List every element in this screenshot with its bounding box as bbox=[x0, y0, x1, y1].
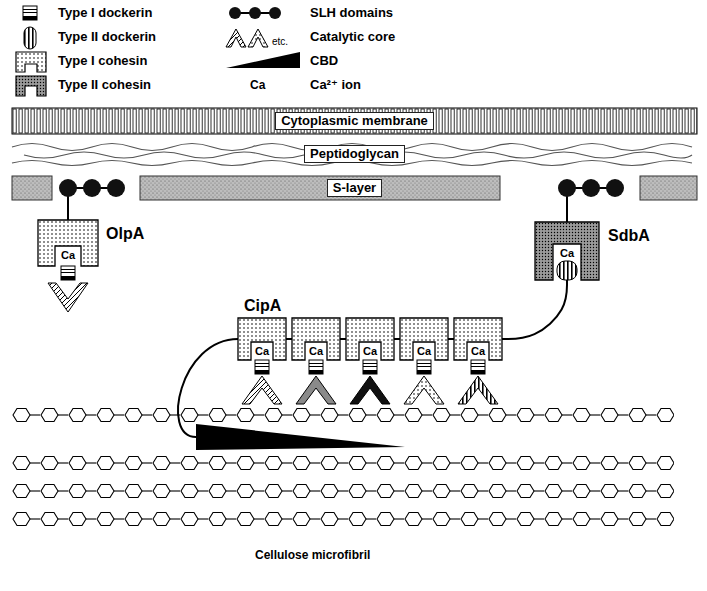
catalytic-core-sample bbox=[248, 29, 268, 47]
type-i-cohesin: Ca bbox=[292, 318, 340, 360]
ion-label: Ca bbox=[305, 345, 327, 357]
type-i-cohesin-body bbox=[38, 220, 98, 266]
protein-name: CipA bbox=[244, 296, 281, 315]
ion-label: Ca bbox=[251, 345, 273, 357]
cellulose-chain bbox=[12, 455, 674, 471]
band-label: Cytoplasmic membrane bbox=[275, 112, 434, 130]
legend-text: SLH domains bbox=[310, 5, 393, 21]
legend-text: Type I dockerin bbox=[58, 5, 152, 21]
type-i-dockerin bbox=[363, 360, 377, 374]
cellulose-chain bbox=[12, 483, 674, 499]
cellulose-chain bbox=[12, 407, 674, 423]
linker-line bbox=[448, 338, 454, 340]
slh-domains bbox=[59, 179, 125, 200]
glucose-chain bbox=[12, 511, 674, 527]
legend-text: Ca²⁺ ion bbox=[310, 77, 361, 93]
type-i-cohesin: Ca bbox=[238, 318, 286, 360]
catalytic-core bbox=[242, 376, 282, 404]
membrane-band: Cytoplasmic membrane bbox=[12, 108, 697, 134]
type-i-dockerin bbox=[309, 360, 323, 374]
catalytic-core bbox=[404, 376, 444, 404]
type-i-cohesin-body bbox=[400, 318, 448, 360]
slh-domains-sample bbox=[229, 7, 281, 19]
type-i-cohesin: Ca bbox=[400, 318, 448, 360]
membrane-bilayer bbox=[12, 108, 697, 134]
cbd-wedge bbox=[196, 424, 405, 450]
type-ii-dockerin bbox=[557, 261, 577, 280]
glucose-chain bbox=[12, 407, 674, 423]
slh-domain bbox=[249, 7, 261, 19]
structure-name: Cellulose microfibril bbox=[255, 548, 370, 562]
legend-text: Type I cohesin bbox=[58, 53, 147, 69]
s-layer-band: S-layer bbox=[12, 176, 697, 200]
ion-symbol: Ca bbox=[250, 78, 265, 92]
type-i-cohesin-body bbox=[238, 318, 286, 360]
type-i-dockerin-sample bbox=[23, 6, 37, 20]
slh-domain bbox=[107, 179, 125, 197]
slh-domain bbox=[83, 179, 101, 197]
catalytic-core bbox=[458, 376, 498, 404]
linker-line bbox=[394, 338, 400, 340]
protein-name: SdbA bbox=[608, 226, 650, 245]
type-ii-cohesin: Ca bbox=[535, 222, 599, 280]
type-ii-dockerin-sample bbox=[24, 27, 36, 49]
peptidoglycan-band: Peptidoglycan bbox=[12, 140, 697, 168]
catalytic-core bbox=[48, 283, 88, 312]
type-i-cohesin-sample bbox=[16, 52, 46, 72]
legend-text: CBD bbox=[310, 53, 338, 69]
band-label: S-layer bbox=[327, 179, 382, 197]
slh-domain bbox=[558, 179, 576, 197]
slh-domains bbox=[558, 179, 624, 200]
slh-domain bbox=[59, 179, 77, 197]
s-layer-block bbox=[640, 176, 697, 200]
type-i-cohesin-body bbox=[454, 318, 502, 360]
ion-label: Ca bbox=[359, 345, 381, 357]
glucose-chain bbox=[12, 483, 674, 499]
type-i-cohesin: Ca bbox=[346, 318, 394, 360]
catalytic-core-sample bbox=[226, 29, 246, 47]
cbd-sample bbox=[226, 52, 300, 68]
type-i-cohesin-body bbox=[292, 318, 340, 360]
type-i-cohesin: Ca bbox=[454, 318, 502, 360]
ion-label: Ca bbox=[413, 345, 435, 357]
ion-label: Ca bbox=[467, 345, 489, 357]
type-i-dockerin bbox=[471, 360, 485, 374]
scaffold-linker bbox=[178, 339, 238, 437]
slh-domain bbox=[606, 179, 624, 197]
legend-text: Type II dockerin bbox=[58, 29, 156, 45]
slh-domain bbox=[582, 179, 600, 197]
legend-text: Catalytic core bbox=[310, 29, 395, 45]
slh-domain bbox=[229, 7, 241, 19]
slh-domain bbox=[269, 7, 281, 19]
glucose-chain bbox=[12, 455, 674, 471]
catalytic-core bbox=[350, 376, 390, 404]
type-i-cohesin-body bbox=[346, 318, 394, 360]
ion-label: Ca bbox=[553, 247, 581, 259]
protein-name: OlpA bbox=[106, 224, 144, 243]
type-i-cohesin: Ca bbox=[38, 220, 98, 266]
legend-note: etc. bbox=[272, 36, 288, 48]
ion-label: Ca bbox=[55, 249, 81, 261]
s-layer-block bbox=[140, 176, 500, 200]
linker-line bbox=[566, 200, 568, 222]
s-layer-block bbox=[12, 176, 52, 200]
legend-text: Type II cohesin bbox=[58, 77, 151, 93]
type-ii-cohesin-body bbox=[535, 222, 599, 280]
linker-line bbox=[340, 338, 346, 340]
linker-line bbox=[286, 338, 292, 340]
catalytic-core bbox=[296, 376, 336, 404]
type-ii-cohesin-sample bbox=[16, 76, 46, 96]
peptidoglycan-mesh bbox=[12, 144, 692, 166]
type-i-dockerin bbox=[417, 360, 431, 374]
cellulose-chain bbox=[12, 511, 674, 527]
band-label: Peptidoglycan bbox=[304, 145, 405, 163]
linker-line bbox=[67, 200, 69, 220]
type-i-dockerin bbox=[255, 360, 269, 374]
linker-line bbox=[502, 280, 567, 339]
type-i-dockerin bbox=[61, 266, 75, 280]
